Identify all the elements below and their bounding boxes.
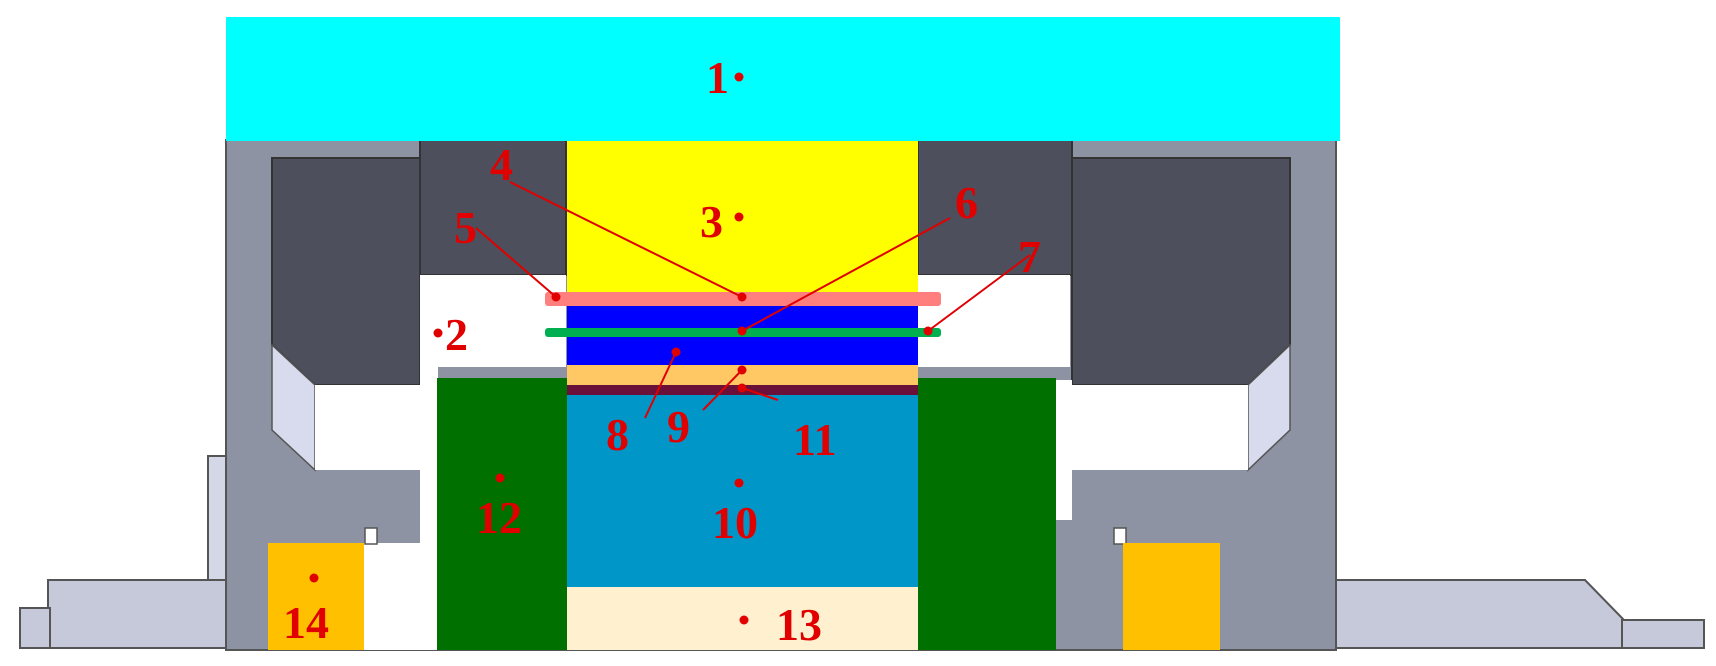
number-labels: 1 2 3 4 5 6 7 8 9 10 11 12 13 14 [283, 52, 1041, 650]
right-pole-block [917, 139, 1291, 472]
part-14-left [268, 543, 364, 650]
leader-lines [475, 181, 1031, 419]
label-8: 8 [606, 409, 629, 460]
label-3: 3 [700, 196, 723, 247]
label-12: 12 [476, 492, 522, 543]
marker-dots [309, 72, 933, 625]
label-1: 1 [706, 52, 729, 103]
left-notch [364, 527, 378, 545]
label-14: 14 [283, 597, 329, 648]
part-12-right [918, 378, 1056, 650]
label-11: 11 [793, 414, 836, 465]
label-9: 9 [667, 401, 690, 452]
label-6: 6 [955, 177, 978, 228]
label-2: 2 [445, 309, 468, 360]
label-10: 10 [712, 497, 758, 548]
right-shaft [1333, 579, 1705, 649]
part-12-left [437, 378, 567, 650]
left-shaft [19, 455, 249, 649]
label-5: 5 [454, 202, 477, 253]
right-notch [1113, 527, 1127, 545]
left-pole-block [271, 139, 567, 472]
label-13: 13 [776, 599, 822, 650]
label-4: 4 [490, 139, 513, 190]
part-1 [226, 17, 1340, 141]
part-14-right [1123, 543, 1220, 650]
part-9 [567, 365, 918, 385]
part-10 [567, 395, 918, 587]
label-7: 7 [1018, 231, 1041, 282]
